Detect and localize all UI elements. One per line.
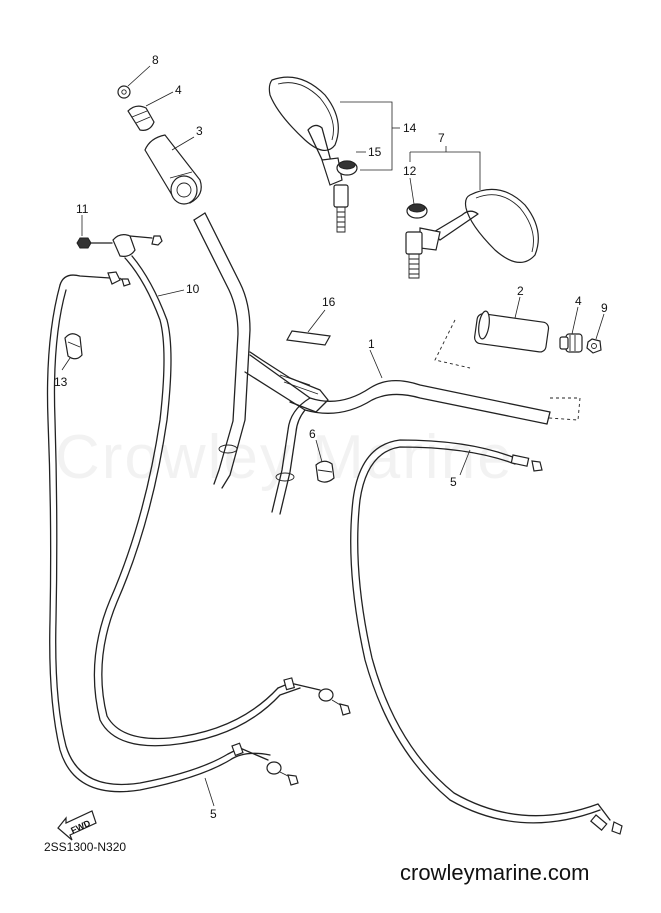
callout-5-left: 8 [152,53,159,67]
part-10-clutch-cable [350,439,623,835]
callout-11: 6 [309,427,316,441]
callout-12: 7 [438,131,445,145]
callout-8: 5 [210,807,217,821]
part-4-weight-right [559,333,583,353]
diagram-code: 2SS1300-N320 [44,840,126,854]
callout-4-left: 4 [175,83,182,97]
part-2-grip [434,310,550,369]
callout-1: 1 [368,337,375,351]
leader-lines [61,65,605,807]
part-4-weight-left [127,105,155,131]
callout-7: 11 [76,202,89,216]
callout-2: 2 [517,284,524,298]
callout-3: 3 [196,124,203,138]
callout-14: 14 [403,121,417,135]
callout-16: 16 [322,295,336,309]
part-6-throttle-cable [93,255,351,747]
part-5-screw-right [586,338,602,354]
holder-bracket [249,351,329,413]
part-14-mirror-left [268,76,349,233]
part-8-throttle-cable [46,271,299,793]
callout-15: 15 [368,145,382,159]
part-15-cap [336,160,358,176]
part-12-mirror-right [405,188,539,279]
handlebar [193,212,581,515]
callout-5-right: 9 [601,301,608,315]
fwd-arrow-icon: FWD [57,810,97,841]
callout-numbers: 8 4 3 11 10 13 16 1 2 4 9 6 5 5 14 15 7 … [54,53,608,821]
callout-4-right: 4 [575,294,582,308]
part-5-screw-left [117,85,131,99]
part-11-clamp [315,460,335,483]
part-9-clamp [64,333,83,360]
site-footer: crowleymarine.com [400,860,590,885]
part-16-pad [286,330,331,346]
callout-6: 10 [186,282,200,296]
part-7-bolt [76,237,113,249]
callout-9: 13 [54,375,68,389]
throttle-housing [112,234,163,257]
part-13-cap [406,203,428,219]
callout-10: 5 [450,475,457,489]
callout-13: 12 [403,164,417,178]
part-3-grip [144,134,202,205]
